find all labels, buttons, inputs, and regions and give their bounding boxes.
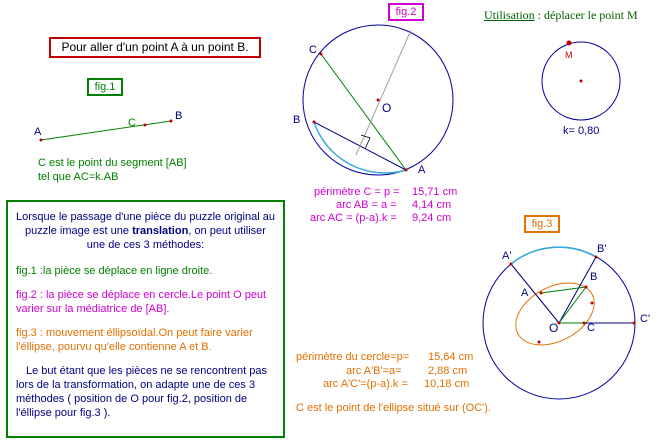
point-a-prime-marker [509,262,513,266]
fig2-arc-ac-value: 9,24 cm [412,212,452,224]
control-point-m-label: M [565,50,573,60]
control-circle [541,41,621,121]
fig3-arc-ac-value: 10,18 cm [424,378,470,390]
fig3-arc-label: arc A'B'=a= [346,365,402,377]
title-box: Pour aller d'un point A à un point B. [49,37,261,58]
info-intro-before: Lorsque le passage d'une pièce du puzzle… [16,211,275,237]
point-a-marker [39,138,43,142]
segment-ab [40,120,172,141]
point-b-prime-marker [594,255,598,259]
fig1-drawing [39,119,173,142]
fig1-caption-line2: tel que AC=k.AB [38,171,119,183]
info-fig1-text: fig.1 :la pièce se déplace en ligne droi… [16,265,213,277]
fig3-perimeter-value: 15,64 cm [428,351,474,363]
info-intro-after: , on peut utiliser une de ces 3 méthodes… [86,225,266,251]
fig2-point-c-label: C [309,44,317,56]
fig2-label-box: fig.2 [388,3,424,21]
fig1-point-a-label: A [34,126,42,138]
ellipse-marker-1 [590,301,594,305]
mediatrice-ab [355,29,412,156]
usage-text: : déplacer le point M [534,8,638,22]
fig2-circle [302,24,454,176]
fig3-label-box: fig.3 [524,215,560,233]
right-angle-mark [360,134,371,150]
control-drawing [541,40,621,121]
fig3-point-a-label: A [521,287,529,299]
fig3-point-o-label: O [549,321,559,335]
segment-o-a-prime [510,263,560,324]
point-o-marker [376,98,380,102]
fig3-perimeter-label: périmètre du cercle=p= [296,351,410,363]
info-fig3-text: fig.3 : mouvement éllipsoïdal.On peut fa… [16,327,253,353]
chord-ab-3 [540,286,587,294]
segment-o-b [558,286,587,324]
fig2-perimeter-value: 15,71 cm [412,186,458,198]
point-b-marker [584,285,588,289]
point-c-marker [582,321,586,325]
point-m-handle[interactable] [566,40,572,46]
fig1-label-box: fig.1 [87,78,123,96]
fig3-arc-value: 2,88 cm [428,365,468,377]
fig1-point-c-label: C [128,117,136,129]
info-conclusion: Le but étant que les pièces ne se rencon… [16,365,267,419]
control-center-marker [579,79,583,83]
point-c-prime-marker [632,321,636,325]
fig2-label: fig.2 [395,6,417,18]
usage-label: Utilisation [484,8,535,22]
fig2-arc-ab-value: 4,14 cm [412,199,452,211]
point-b-marker [169,119,173,123]
point-o-marker [557,321,561,325]
fig1-caption-line1: C est le point du segment [AB] [38,157,187,169]
usage-line: Utilisation : déplacer le point M [484,8,638,23]
info-fig2-text: fig.2 : la pièce se déplace en cercle.Le… [16,289,267,315]
fig3-arc-ac-label: arc A'C'=(p-a).k = [323,378,408,390]
control-k-value: k= 0,80 [563,125,600,137]
fig3-label: fig.3 [531,218,553,230]
fig2-point-a-label: A [418,164,426,176]
fig3-point-c-prime-label: C' [640,313,651,325]
fig2-drawing [302,24,454,176]
info-intro-bold: translation [132,225,189,237]
fig3-point-b-label: B [590,271,598,283]
fig2-point-b-label: B [293,114,301,126]
fig3-caption: C est le point de l'ellipse situé sur (O… [296,402,491,414]
point-a-marker [404,168,408,172]
point-a-marker [539,291,543,295]
arc-a-prime-b-prime [510,246,597,265]
info-intro: Lorsque le passage d'une pièce du puzzle… [16,210,275,252]
point-c-marker [319,52,323,56]
fig2-arc-ab-label: arc AB = a = [336,199,397,211]
point-c-marker [143,123,147,127]
chord-ac [320,53,407,171]
fig3-ellipse [515,282,595,346]
fig3-point-a-prime-label: A' [502,250,512,262]
fig3-point-c-label: C [587,322,595,334]
fig2-arc-ac-label: arc AC = (p-a).k = [310,212,397,224]
point-b-marker [312,120,316,124]
fig3-point-b-prime-label: B' [597,243,607,255]
ellipse-marker-2 [537,340,541,344]
fig1-label: fig.1 [94,81,116,93]
arc-ab [313,121,407,174]
title-text: Pour aller d'un point A à un point B. [61,40,249,54]
segment-o-b-prime [558,256,597,324]
fig3-drawing [482,246,636,400]
fig1-point-b-label: B [175,110,183,122]
fig2-perimeter-label: périmètre C = p = [314,186,400,198]
info-box: Lorsque le passage d'une pièce du puzzle… [6,200,285,438]
fig2-point-o-label: O [382,101,392,115]
